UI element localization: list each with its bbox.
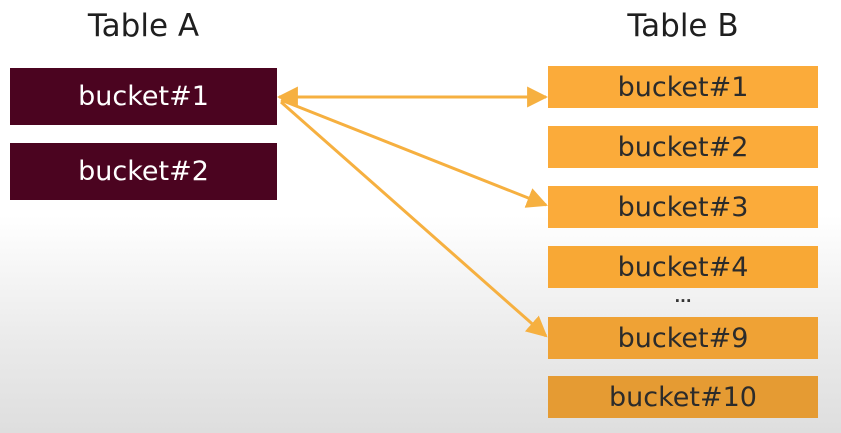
table-b-bucket-10: bucket#10 [548,376,818,418]
table-a-title: Table A [87,8,200,44]
table-b-bucket-2: bucket#2 [548,126,818,168]
table-b-bucket-3: bucket#3 [548,186,818,228]
ellipsis: ... [674,288,692,306]
table-b-title: Table B [627,8,739,44]
arrow-a1-b9 [280,100,548,338]
table-a-bucket-2: bucket#2 [10,143,277,200]
table-b-bucket-1: bucket#1 [548,66,818,108]
table-b-bucket-9: bucket#9 [548,317,818,359]
arrow-a1-b3 [280,98,548,208]
table-b-bucket-4: bucket#4 [548,246,818,288]
table-a-bucket-1: bucket#1 [10,68,277,125]
